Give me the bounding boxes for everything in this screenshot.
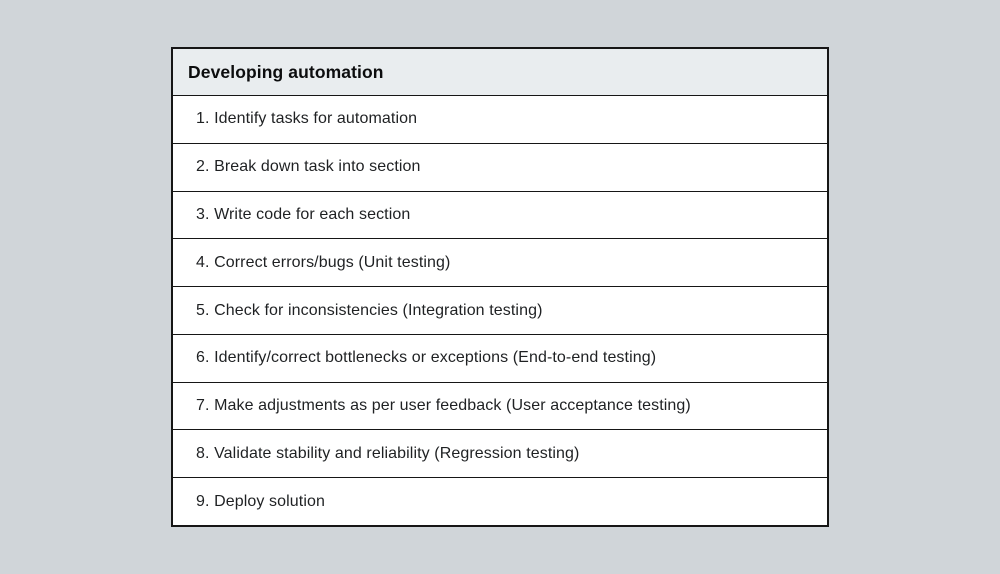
table-row-text: 8. Validate stability and reliability (R… bbox=[196, 444, 580, 462]
table-header: Developing automation bbox=[173, 49, 827, 96]
table-row: 1. Identify tasks for automation bbox=[173, 96, 827, 144]
table-row-text: 7. Make adjustments as per user feedback… bbox=[196, 397, 691, 415]
table-row-text: 3. Write code for each section bbox=[196, 205, 411, 223]
table-row-text: 1. Identify tasks for automation bbox=[196, 110, 418, 128]
table-row: 3. Write code for each section bbox=[173, 191, 827, 240]
table-row: 9. Deploy solution bbox=[173, 478, 827, 526]
process-table: Developing automation 1. Identify tasks … bbox=[171, 47, 829, 527]
table-row: 6. Identify/correct bottlenecks or excep… bbox=[173, 334, 827, 383]
table-row-text: 2. Break down task into section bbox=[196, 158, 421, 176]
table-row-text: 9. Deploy solution bbox=[196, 492, 325, 510]
table-row-text: 6. Identify/correct bottlenecks or excep… bbox=[196, 349, 657, 367]
table-title: Developing automation bbox=[188, 61, 384, 82]
table-row: 7. Make adjustments as per user feedback… bbox=[173, 382, 827, 431]
table-row: 5. Check for inconsistencies (Integratio… bbox=[173, 287, 827, 335]
table-row-text: 5. Check for inconsistencies (Integratio… bbox=[196, 301, 543, 319]
table-row-text: 4. Correct errors/bugs (Unit testing) bbox=[196, 253, 451, 271]
table-row: 4. Correct errors/bugs (Unit testing) bbox=[173, 239, 827, 288]
table-row: 8. Validate stability and reliability (R… bbox=[173, 430, 827, 479]
table-row: 2. Break down task into section bbox=[173, 143, 827, 192]
